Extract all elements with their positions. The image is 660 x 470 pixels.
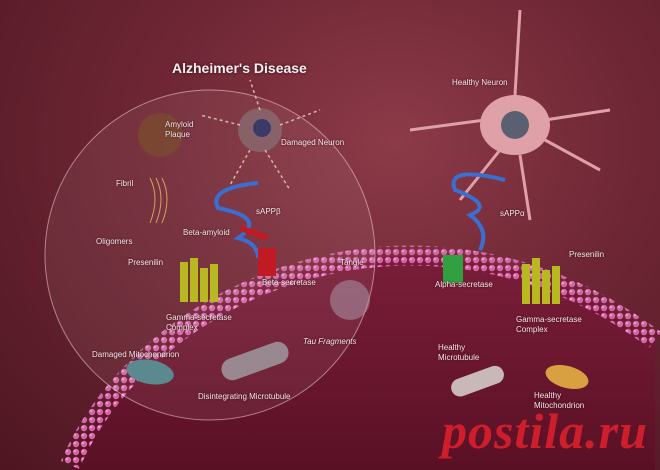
gamma-secretase-left [180,258,218,302]
sappb-protein [214,181,260,259]
label-healthy-mt: Healthy Microtubule [438,343,480,362]
label-tangle: Tangle [340,258,364,267]
label-damaged-neuron: Damaged Neuron [281,138,345,147]
label-gamma-left: Gamma-secretase Complex [166,313,232,332]
beta-amyloid [239,225,269,241]
diagram-title: Alzheimer's Disease [172,60,307,76]
label-oligomers: Oligomers [96,237,133,246]
fibril [149,177,168,224]
disintegrating-microtubule [221,341,289,381]
label-sappa: sAPPα [500,209,525,218]
sappa-protein [451,172,506,251]
healthy-neuron [409,9,611,221]
watermark: postila.ru [442,403,648,459]
label-tau-fragments: Tau Fragments [303,337,357,346]
beta-secretase [258,248,276,276]
label-amyloid-plaque: Amyloid Plaque [165,120,194,139]
label-sappb: sAPPβ [256,207,281,216]
gamma-secretase-right [522,258,560,304]
label-alpha-secretase: Alpha-secretase [435,280,493,289]
label-healthy-neuron: Healthy Neuron [452,78,508,87]
label-beta-secretase: Beta-secretase [262,278,316,287]
label-damaged-mito: Damaged Mitochondrion [92,350,180,359]
label-healthy-mito: Healthy Mitochondrion [534,391,585,410]
label-gamma-right: Gamma-secretase Complex [516,315,582,334]
healthy-microtubule [451,365,504,397]
label-fibril: Fibril [116,179,134,188]
tangle [330,280,370,320]
healthy-mitochondrion [545,364,589,390]
label-presenilin-right: Presenilin [569,250,605,259]
amyloid-plaque [138,113,182,157]
magnified-view [44,89,376,421]
alpha-secretase [443,255,463,283]
damaged-mitochondrion [126,359,174,385]
label-disintegrating-mt: Disintegrating Microtubule [198,392,291,401]
label-beta-amyloid: Beta-amyloid [183,228,230,237]
damaged-neuron [199,79,321,191]
label-presenilin-left: Presenilin [128,258,164,267]
